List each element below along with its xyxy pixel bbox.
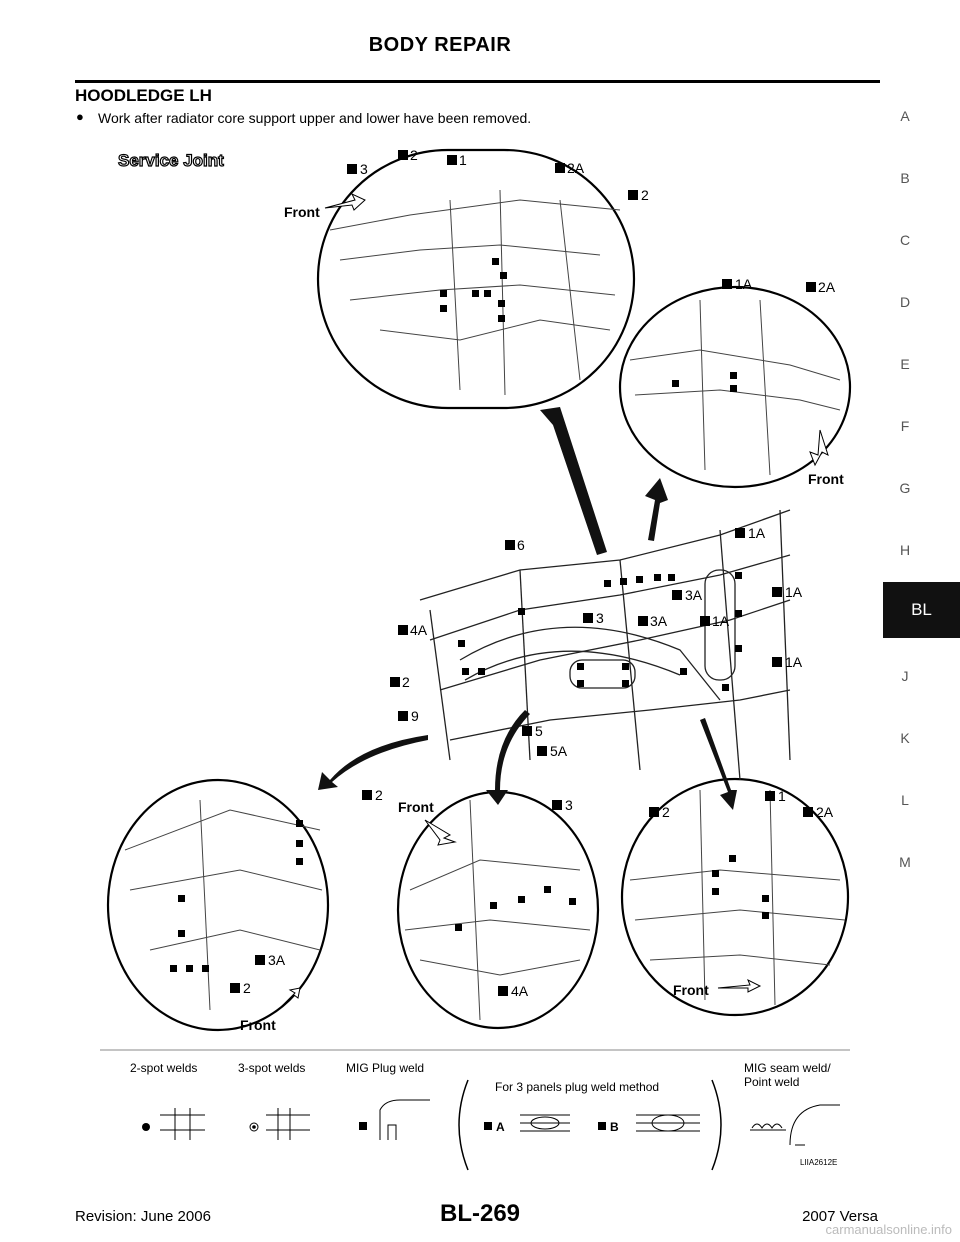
svg-text:B: B [610, 1120, 619, 1134]
footer-page-number: BL-269 [439, 1200, 521, 1227]
svg-text:3: 3 [360, 161, 368, 177]
svg-text:2A: 2A [816, 804, 834, 820]
svg-text:MIG Plug weld: MIG Plug weld [346, 1061, 424, 1075]
bubble-bottomright [620, 777, 850, 1017]
index-letter-k[interactable]: K [900, 730, 910, 746]
svg-text:5: 5 [535, 723, 543, 739]
weld-callouts: 3 2 1 2A 2 1A 2A 6 1A 3A 1A 4A 3 3A 1A 1… [230, 147, 836, 999]
svg-text:1A: 1A [785, 584, 803, 600]
svg-text:MIG seam weld/: MIG seam weld/ [744, 1061, 831, 1075]
svg-text:2: 2 [402, 674, 410, 690]
bullet-text: Work after radiator core support upper a… [98, 110, 532, 126]
svg-text:2: 2 [662, 804, 670, 820]
bubble-bottomleft [106, 778, 330, 1032]
svg-text:1A: 1A [712, 613, 730, 629]
svg-text:Service Joint: Service Joint [118, 151, 224, 170]
index-letter-a[interactable]: A [900, 108, 910, 124]
weld-legend: 2-spot welds 3-spot welds MIG Plug weld … [130, 1061, 840, 1171]
svg-text:Front: Front [240, 1017, 276, 1033]
index-letter-l[interactable]: L [901, 792, 909, 808]
index-letter-h[interactable]: H [899, 542, 911, 558]
detail-bubbles [106, 148, 852, 1032]
weld-marks [170, 258, 769, 972]
svg-text:4A: 4A [511, 983, 529, 999]
svg-text:3: 3 [596, 610, 604, 626]
index-letter-d[interactable]: D [899, 294, 911, 310]
index-letter-c[interactable]: C [899, 232, 911, 248]
svg-text:1A: 1A [785, 654, 803, 670]
footer-revision: Revision: June 2006 [75, 1208, 211, 1225]
page-header-title: BODY REPAIR [368, 34, 512, 56]
svg-text:1A: 1A [735, 276, 753, 292]
svg-text:3A: 3A [268, 952, 286, 968]
index-letter-e[interactable]: E [900, 356, 910, 372]
svg-text:2: 2 [641, 187, 649, 203]
bubble-top [316, 148, 636, 410]
bubble-sketch [124, 189, 846, 1021]
svg-text:Front: Front [673, 982, 709, 998]
index-letter-j[interactable]: J [901, 668, 909, 684]
direction-arrows [318, 407, 737, 810]
index-letter-m[interactable]: M [899, 854, 911, 870]
header-rule [75, 80, 880, 83]
svg-text:2: 2 [410, 147, 418, 163]
bubble-topright [618, 285, 852, 489]
svg-text:Point weld: Point weld [744, 1075, 799, 1089]
svg-text:3: 3 [565, 797, 573, 813]
svg-text:9: 9 [411, 708, 419, 724]
diagram-heading: Service Joint [117, 150, 224, 170]
svg-text:2-spot welds: 2-spot welds [130, 1061, 197, 1075]
watermark: carmanualsonline.info [825, 1222, 952, 1237]
svg-text:2: 2 [375, 787, 383, 803]
index-letter-g[interactable]: G [899, 480, 911, 496]
svg-text:A: A [496, 1120, 505, 1134]
svg-text:3A: 3A [685, 587, 703, 603]
svg-text:2: 2 [243, 980, 251, 996]
index-letter-f[interactable]: F [900, 418, 910, 434]
svg-text:Front: Front [284, 204, 320, 220]
svg-text:5A: 5A [550, 743, 568, 759]
bullet-icon: ● [76, 109, 84, 124]
index-letter-b[interactable]: B [900, 170, 910, 186]
front-labels: Front Front Front Front Front [240, 192, 844, 1033]
footer-model: 2007 Versa [802, 1208, 878, 1225]
svg-text:Front: Front [398, 799, 434, 815]
svg-text:LIIA2612E: LIIA2612E [800, 1158, 837, 1167]
service-joint-diagram: Service Joint [100, 147, 852, 1171]
svg-text:1A: 1A [748, 525, 766, 541]
svg-text:6: 6 [517, 537, 525, 553]
svg-text:2A: 2A [567, 160, 585, 176]
svg-text:1: 1 [778, 788, 786, 804]
svg-text:2A: 2A [818, 279, 836, 295]
svg-text:Front: Front [808, 471, 844, 487]
svg-text:3-spot welds: 3-spot welds [238, 1061, 305, 1075]
section-title: HOODLEDGE LH [75, 86, 212, 105]
svg-text:3A: 3A [650, 613, 668, 629]
svg-text:4A: 4A [410, 622, 428, 638]
index-tab-active[interactable]: BL [883, 582, 960, 638]
svg-text:For 3 panels plug weld method: For 3 panels plug weld method [495, 1080, 659, 1094]
svg-text:1: 1 [459, 152, 467, 168]
bullet-item: ● Work after radiator core support upper… [76, 109, 532, 126]
